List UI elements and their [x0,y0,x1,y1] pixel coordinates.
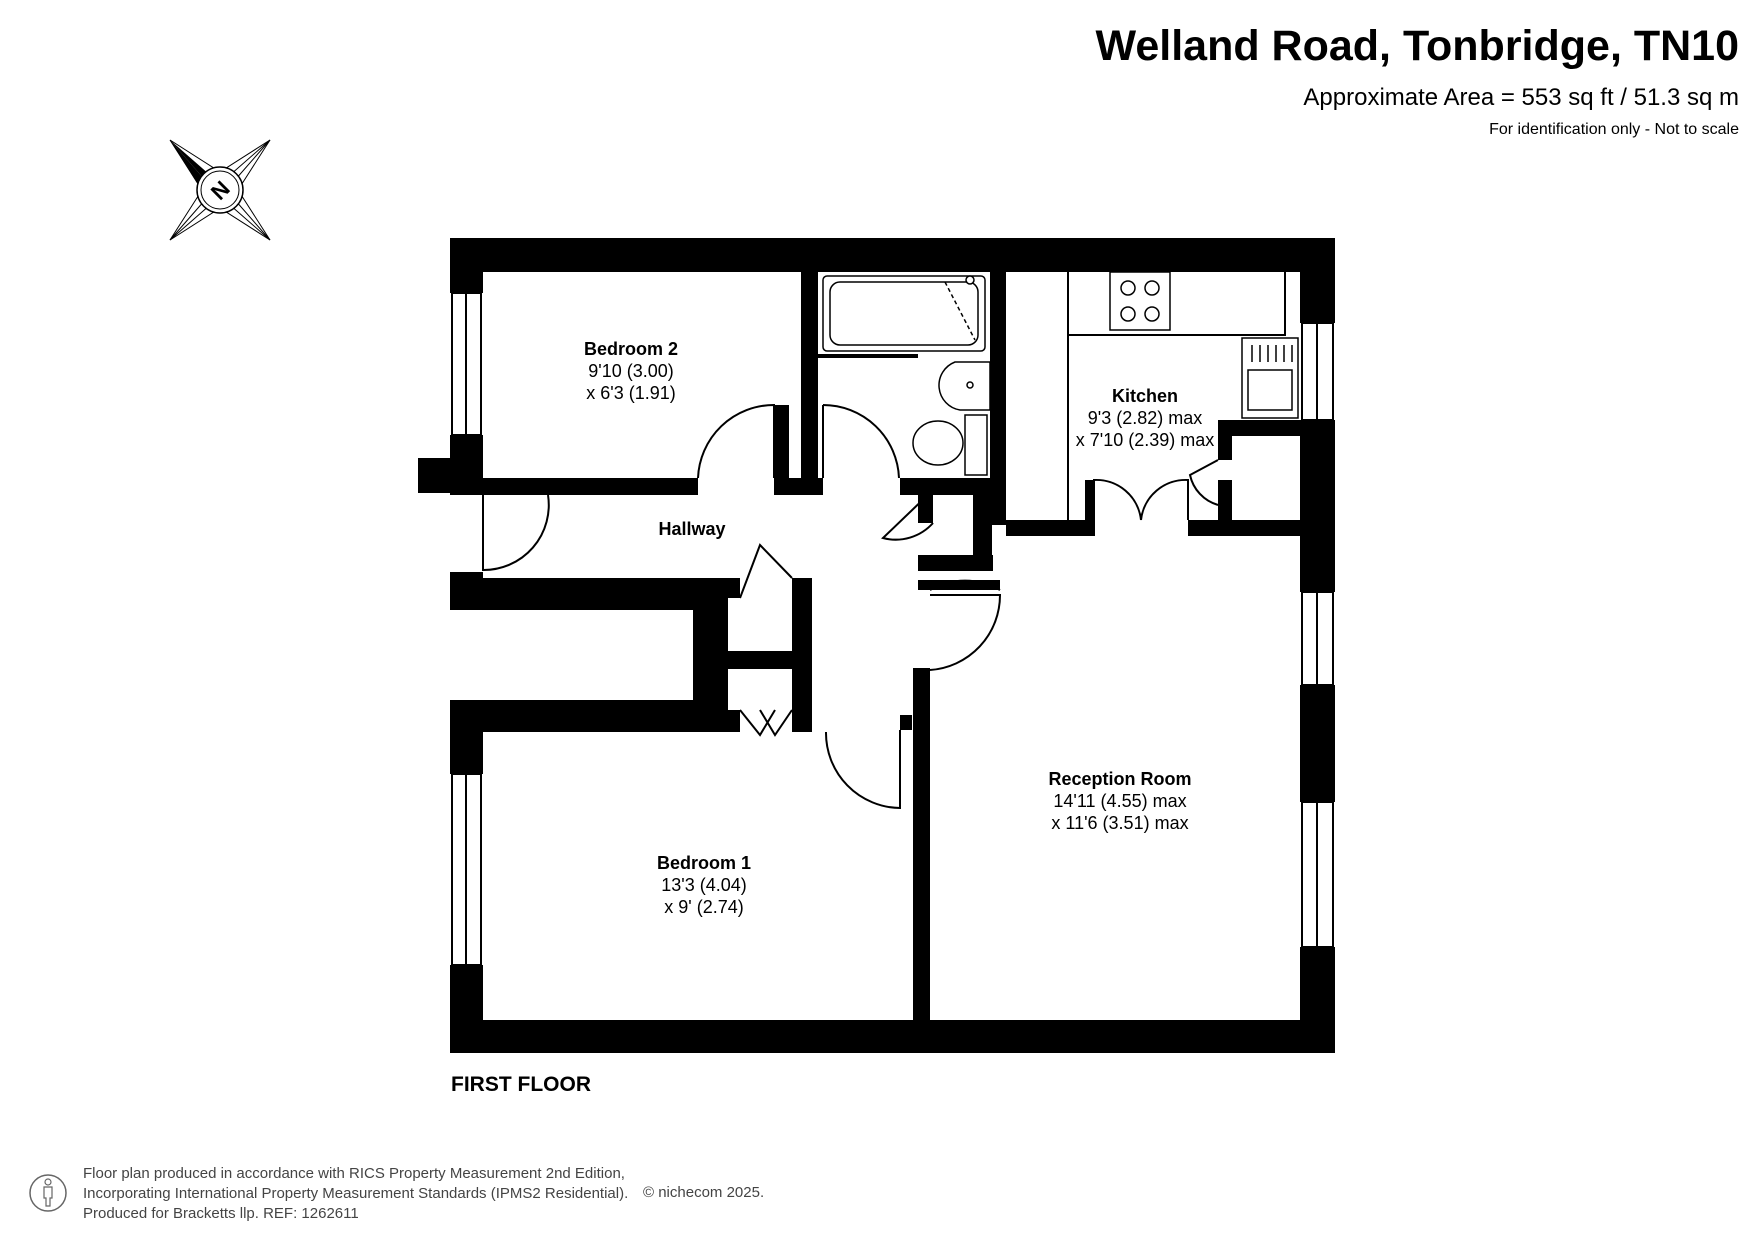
room-bedroom-1: Bedroom 1 13'3 (4.04) x 9' (2.74) [657,852,751,918]
thin-lines [1067,270,1286,520]
footer-line: Floor plan produced in accordance with R… [83,1165,625,1182]
plan-title: Welland Road, Tonbridge, TN10 [1095,22,1739,70]
room-name: Kitchen [1111,386,1178,406]
room-dimension: x 11'6 (3.51) max [1051,813,1189,833]
identification-note: For identification only - Not to scale [1489,121,1739,138]
room-dimension: x 6'3 (1.91) [586,383,676,403]
doors [482,403,1219,810]
floor-label: FIRST FLOOR [451,1073,591,1096]
person-scale-icon [29,1174,67,1212]
room-name: Bedroom 1 [656,853,752,873]
bathroom-fixtures [822,275,991,476]
copyright: © nichecom 2025. [643,1184,765,1201]
footer-line: Incorporating International Property Mea… [83,1185,629,1202]
approximate-area: Approximate Area = 553 sq ft / 51.3 sq m [1303,84,1739,111]
room-bedroom-2: Bedroom 2 9'10 (3.00) x 6'3 (1.91) [584,338,678,404]
room-dimension: 9'3 (2.82) max [1087,408,1203,428]
room-dimension: 14'11 (4.55) max [1053,791,1187,811]
room-name: Reception Room [1048,769,1192,789]
room-dimension: x 7'10 (2.39) max [1075,430,1215,450]
footer-line: Produced for Bracketts llp. REF: 1262611 [83,1205,359,1222]
room-dimension: 9'10 (3.00) [588,361,674,381]
room-reception: Reception Room 14'11 (4.55) max x 11'6 (… [1048,768,1191,834]
room-name: Bedroom 2 [583,339,679,359]
room-dimension: x 9' (2.74) [664,897,744,917]
windows [451,292,1334,966]
kitchen-fixtures [1109,271,1299,419]
room-kitchen: Kitchen 9'3 (2.82) max x 7'10 (2.39) max [1076,385,1215,451]
north-arrow-icon: N [169,139,271,241]
room-dimension: 13'3 (4.04) [661,875,747,895]
footer-notes: Floor plan produced in accordance with R… [83,1164,628,1224]
room-hallway: Hallway [658,518,725,540]
walls [418,238,1335,1053]
room-name: Hallway [658,519,726,539]
